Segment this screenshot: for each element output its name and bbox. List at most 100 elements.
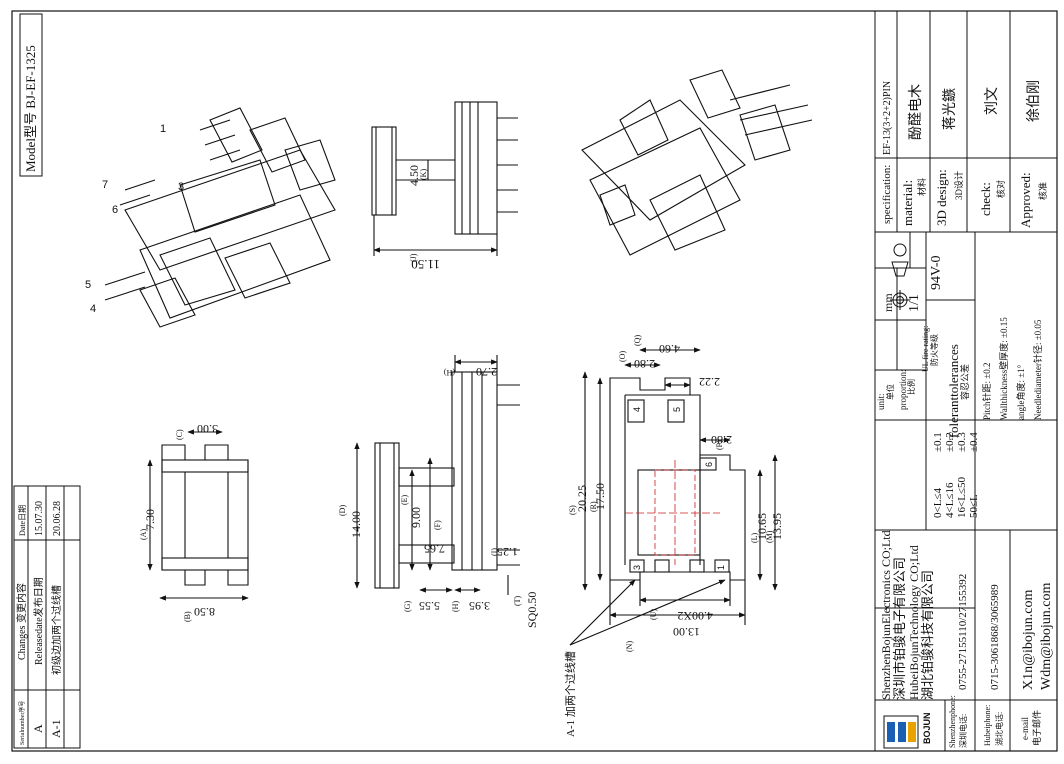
callout-1: 1 xyxy=(160,123,166,135)
callout-6: 6 xyxy=(112,204,118,216)
dim-14-00-ref: (D) xyxy=(338,505,347,516)
dim-7-30: 7.30 xyxy=(143,509,157,530)
model-label: Model型号 BJ-EF-1325 xyxy=(23,45,38,172)
spec-label: specification: xyxy=(881,165,893,224)
dim-8-50-ref: (B) xyxy=(183,611,192,622)
dim-3-00-ref: (C) xyxy=(175,429,184,440)
dim-2-80a-ref: (O) xyxy=(618,351,627,362)
check-label-cn: 核对 xyxy=(995,180,1006,198)
contact-sz-value: 0755-27155110/27155392 xyxy=(957,574,969,690)
tol-val-4: ±0.4 xyxy=(968,432,980,452)
tol-range-1: 0<L≤4 xyxy=(932,488,944,518)
unit-label-cn: 单位 xyxy=(885,384,895,400)
dim-sq0-50: SQ0.50 xyxy=(525,592,539,628)
outer-frame xyxy=(11,10,1058,752)
unit-label: unit: xyxy=(876,393,886,410)
unit-value: mm xyxy=(881,293,895,312)
approver-value: 徐伯刚 xyxy=(1026,80,1042,122)
dim-2-70-ref: (H) xyxy=(444,368,455,377)
title-block-specs: specification: EF-13(3+2+2)PIN material:… xyxy=(881,80,1048,228)
spec-value: EF-13(3+2+2)PIN xyxy=(882,81,893,155)
dim-2-80b: 2.80 xyxy=(711,433,732,447)
dim-pitch-ref: (U) xyxy=(649,609,658,620)
dim-4-60: 4.60 xyxy=(659,342,680,356)
dim-1-25-ref: (I) xyxy=(490,548,499,556)
dim-4-60-ref: (Q) xyxy=(633,335,642,346)
dim-pitch: 4.00X2 xyxy=(677,609,713,623)
dim-2-22: 2.22 xyxy=(699,375,720,389)
dim-3-95-ref: (H) xyxy=(451,601,460,612)
dim-20-25: 20.25 xyxy=(575,485,589,512)
callout-7: 7 xyxy=(102,179,108,191)
dim-13-00: 13.00 xyxy=(673,625,700,639)
dim-7-65-ref: (F) xyxy=(433,520,442,530)
callout-5: 5 xyxy=(85,279,91,291)
tol-val-2: ±0.2 xyxy=(944,432,956,452)
checker-value: 刘文 xyxy=(984,87,1000,115)
contact-hb-label-cn: 湖北电话: xyxy=(994,712,1004,746)
contact-hb-value: 0715-3061868/3065989 xyxy=(989,584,1001,690)
dim-5-55-ref: (G) xyxy=(403,601,412,612)
change-a-serial: A xyxy=(31,724,45,733)
change-a-content: Releasedate发布日期 xyxy=(32,577,45,665)
proportion-label-cn: 比例 xyxy=(906,379,916,395)
dim-4-50: 4.50 xyxy=(407,165,421,186)
tol-range-3: 16<L≤50 xyxy=(956,477,968,518)
change-a1-content: 初级边加两个过线槽 xyxy=(50,585,63,675)
design-label: 3D design: xyxy=(934,169,949,226)
pin-label-6: 6 xyxy=(704,462,714,467)
company-name-cn2: 湖北铂骏科技有限公司 xyxy=(920,570,935,700)
designer-value: 蒋光鏃 xyxy=(942,88,958,130)
dim-9-00-ref: (E) xyxy=(400,494,409,505)
company-block: BOJUN ShenzhenBojunElectronics CO;Ltd 深圳… xyxy=(879,530,935,749)
contact-email-label-cn: 电子邮件 xyxy=(1031,710,1042,746)
iso-view-left xyxy=(104,107,336,328)
dim-1-25: 1.25 xyxy=(497,545,518,559)
dim-sq0-50-ref: (T) xyxy=(513,595,522,606)
pin-label-1: 1 xyxy=(716,565,726,570)
tol-spec-pitch: Pitch针距: ±0.2 xyxy=(981,363,992,420)
proportion-label: proportion: xyxy=(898,370,908,411)
tolerances: Toleranttolerances 容忍公差 0<L≤4 ±0.1 4<L≤1… xyxy=(932,317,1043,518)
tolerance-title: Toleranttolerances xyxy=(946,344,961,440)
front-pin-labels: 4 5 6 3 1 xyxy=(632,407,726,570)
tol-spec-wall: Wallthickness壁厚度: ±0.15 xyxy=(998,317,1009,420)
approved-label-cn: 核准 xyxy=(1037,182,1048,200)
dim-13-00-ref: (N) xyxy=(625,641,634,652)
material-label: material: xyxy=(900,180,915,226)
contact-sz-label: Shenzhenphone: xyxy=(948,695,957,748)
contacts: Shenzhenphone: 深圳电话: 0755-27155110/27155… xyxy=(948,574,1054,748)
side-view xyxy=(354,355,520,595)
bottom-view xyxy=(147,429,249,601)
dim-13-95: 13.95 xyxy=(770,513,784,540)
dim-14-00: 14.00 xyxy=(349,511,363,538)
dim-3-95: 3.95 xyxy=(469,599,490,613)
iso-view-right xyxy=(581,69,813,256)
contact-hb-label: Hubeiphone: xyxy=(983,705,992,746)
pin-label-3: 3 xyxy=(632,565,642,570)
changes-header-date: Date日期 xyxy=(18,505,27,536)
dim-5-55: 5.55 xyxy=(419,599,440,613)
dim-3-00: 3.00 xyxy=(197,422,218,436)
tolerance-title-cn: 容忍公差 xyxy=(959,364,970,400)
company-logo: BOJUN xyxy=(922,712,932,744)
change-a1-serial: A-1 xyxy=(49,719,63,738)
contact-email-1: X1n@ibojun.com xyxy=(1021,590,1036,690)
company-name-en2: HubeiBojunTechnology CO;Ltd xyxy=(907,545,921,700)
projection-symbol xyxy=(890,243,910,310)
dim-2-80a: 2.80 xyxy=(634,357,655,371)
dim-2-80b-ref: (P) xyxy=(715,440,724,450)
proportion-value: 1/1 xyxy=(907,294,922,312)
model-label-box: Model型号 BJ-EF-1325 xyxy=(19,13,43,177)
iso-callouts: 1 7 6 3 5 4 xyxy=(85,123,184,315)
dim-9-00: 9.00 xyxy=(409,507,423,528)
design-label-cn: 3D设计 xyxy=(953,171,964,200)
tol-val-1: ±0.1 xyxy=(932,432,944,452)
dim-2-70: 2.70 xyxy=(476,365,497,379)
dim-13-95-ref: (M) xyxy=(765,530,774,543)
contact-sz-label-cn: 深圳电话: xyxy=(958,714,968,748)
unit-block: unit: 单位 mm proportion: 比例 1/1 UL fire r… xyxy=(876,256,944,411)
tol-range-2: 4<L≤16 xyxy=(944,482,956,518)
contact-email-label: e-mail xyxy=(1020,717,1030,740)
